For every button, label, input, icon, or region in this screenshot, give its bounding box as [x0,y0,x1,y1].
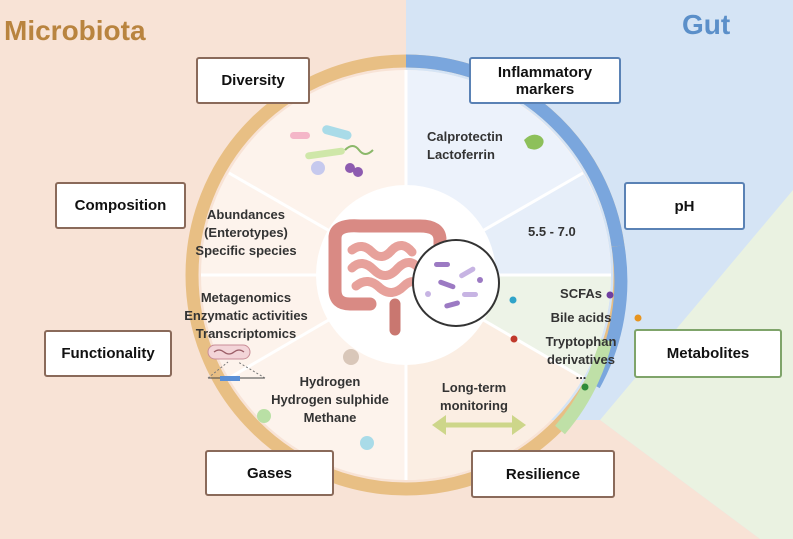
composition-line-2: (Enterotypes) [204,225,288,240]
metabolites-box: Metabolites [634,329,782,378]
inflammatory-box-line-1: Inflammatory [497,63,593,81]
microbes-magnifier-icon [412,239,500,327]
gases-line-1: Hydrogen [299,374,361,389]
ph-range-text: 5.5 - 7.0 [528,224,576,239]
gases-line-3: Methane [303,410,357,425]
inflammatory-box-line-2: markers [515,80,575,98]
resilience-line-2: monitoring [440,398,508,413]
gases-text: Hydrogen Hydrogen sulphide Methane [271,373,389,427]
metabolite-dots [509,291,642,391]
functionality-line-3: Transcriptomics [195,326,297,341]
composition-box: Composition [55,182,186,229]
inflammatory-line-1: Calprotectin [427,129,503,144]
inflammatory-text: Calprotectin Lactoferrin [427,128,503,164]
gas-bubbles [257,349,374,450]
diversity-microbes-icon [290,125,374,177]
ph-box: pH [624,182,745,230]
metabolites-line-3: Tryptophan [545,334,617,349]
calprotectin-icon [524,134,544,150]
gut-ring-arc [405,54,625,247]
inflammatory-line-2: Lactoferrin [427,147,495,162]
metabolites-text: SCFAs Bile acids Tryptophan derivatives … [537,285,625,381]
composition-text: Abundances (Enterotypes) Specific specie… [195,206,296,260]
resilience-box: Resilience [471,450,615,498]
metabolites-line-2: Bile acids [550,310,612,325]
inflammatory-markers-box: Inflammatory markers [469,57,621,104]
metabolites-line-5: ... [575,367,587,382]
gases-line-2: Hydrogen sulphide [271,392,389,407]
metabolites-line-4: derivatives [547,352,615,367]
resilience-line-1: Long-term [441,380,507,395]
composition-line-1: Abundances [206,207,286,222]
functionality-line-1: Metagenomics [200,290,292,305]
functionality-text: Metagenomics Enzymatic activities Transc… [184,289,308,343]
resilience-text: Long-term monitoring [440,379,508,415]
gases-box: Gases [205,450,334,496]
gut-title: Gut [682,9,731,40]
composition-line-3: Specific species [195,243,297,258]
functionality-graphic-icon [207,344,266,381]
microbiota-title: Microbiota [4,15,146,46]
long-term-arrow [432,415,526,435]
metabolites-line-1: SCFAs [560,286,602,301]
functionality-line-2: Enzymatic activities [184,308,308,323]
functionality-box: Functionality [44,330,172,377]
diversity-box: Diversity [196,57,310,104]
